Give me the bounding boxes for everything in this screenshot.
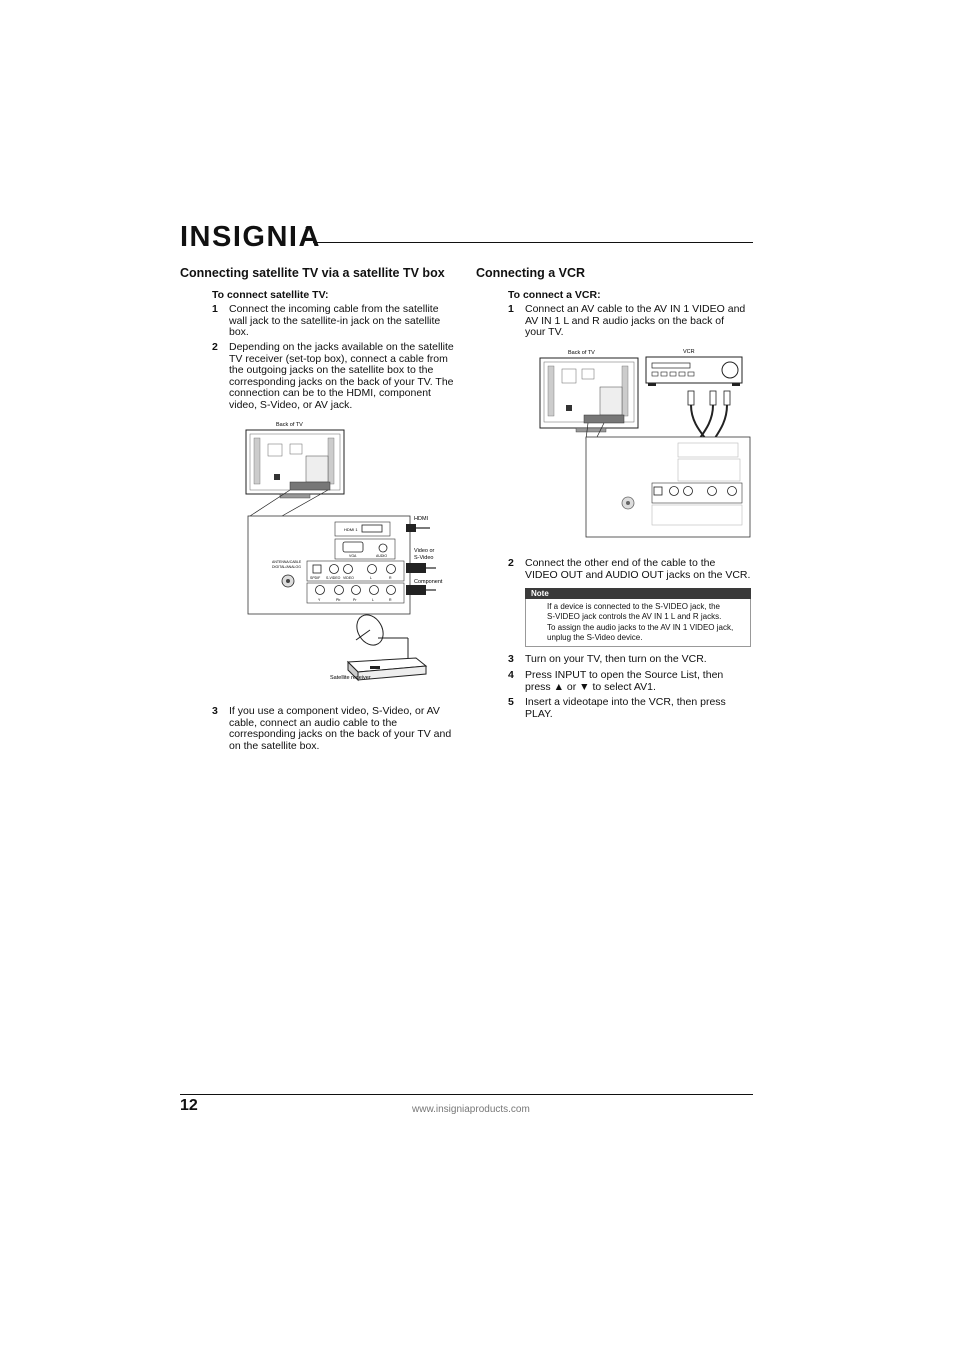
step-text: Depending on the jacks available on the … — [229, 341, 454, 411]
step-line: Press INPUT to open the Source List, the… — [525, 669, 724, 681]
satellite-dish-icon — [355, 614, 409, 662]
vcr-connection-diagram: Back of TV VCR — [539, 349, 751, 538]
step-line: Turn on your TV, then turn on the VCR. — [525, 653, 707, 665]
step-line: corresponding jacks on the back of your … — [229, 728, 452, 740]
vcr-device-icon — [645, 356, 743, 386]
step-text: Press INPUT to open the Source List, the… — [525, 669, 724, 693]
page-number: 12 — [180, 1097, 198, 1114]
panel-r-label: R — [389, 576, 392, 580]
panel-hdmi1-label: HDMI 1 — [344, 527, 358, 532]
step-line: video, S-Video, or AV jack. — [229, 398, 353, 411]
step-number: 2 — [508, 557, 514, 569]
step-line: If you use a component video, S-Video, o… — [229, 705, 440, 717]
vcr-caption: VCR — [683, 349, 695, 355]
video-connector-icon — [406, 563, 426, 573]
left-procedure-label: To connect satellite TV: — [212, 289, 329, 301]
satellite-receiver-caption: Satellite receiver — [330, 675, 371, 681]
step-line: Connect an AV cable to the AV IN 1 VIDEO… — [525, 303, 746, 315]
right-step-1: 1 Connect an AV cable to the AV IN 1 VID… — [508, 303, 758, 340]
panel-antenna-label: ANTENNA/CABLE — [272, 560, 302, 564]
left-step-1: 1 Connect the incoming cable from the sa… — [212, 303, 462, 340]
panel-audio-label: AUDIO — [376, 554, 387, 558]
panel-spdif-label: SPDIF — [310, 576, 320, 580]
step-line: cable, connect an audio cable to the — [229, 716, 398, 729]
back-of-tv-caption: Back of TV — [276, 422, 303, 428]
s-video-caption: S-Video — [414, 555, 433, 561]
left-step-2: 2 Depending on the jacks available on th… — [212, 341, 462, 412]
step-line: VIDEO OUT and AUDIO OUT jacks on the VCR… — [525, 568, 751, 581]
right-section-heading: Connecting a VCR — [476, 266, 586, 280]
footer-rule — [180, 1094, 753, 1095]
trademark-mark: TM — [305, 227, 313, 233]
panel-pb-label: Pb — [336, 598, 340, 602]
step-line: AV IN 1 L and R audio jacks on the back … — [525, 314, 725, 327]
step-number: 5 — [508, 696, 514, 708]
step-line: TV receiver (set-top box), connect a cab… — [229, 352, 448, 365]
step-number: 1 — [212, 303, 218, 315]
step-line: corresponding jacks on the back of your … — [229, 375, 454, 388]
panel-y-label: Y — [318, 598, 321, 602]
hdmi-caption: HDMI — [414, 516, 429, 522]
step-text: Connect the other end of the cable to th… — [525, 557, 751, 581]
left-step-3: 3 If you use a component video, S-Video,… — [212, 705, 462, 754]
left-section-heading: Connecting satellite TV via a satellite … — [180, 266, 445, 280]
step-number: 3 — [508, 653, 514, 665]
note-line: S-VIDEO jack controls the AV IN 1 L and … — [547, 611, 722, 621]
step-line: wall jack to the satellite-in jack on th… — [229, 314, 441, 327]
header-rule — [313, 242, 753, 243]
step-line: box. — [229, 326, 249, 338]
note-line: If a device is connected to the S-VIDEO … — [547, 602, 720, 611]
step-line: Connect the other end of the cable to th… — [525, 557, 716, 569]
note-line: unplug the S-Video device. — [547, 632, 643, 642]
panel-pr-label: Pr — [353, 598, 357, 602]
step-text: Connect the incoming cable from the sate… — [229, 303, 441, 339]
panel-r2-label: R — [389, 598, 392, 602]
step-text: Connect an AV cable to the AV IN 1 VIDEO… — [525, 303, 746, 339]
step-line: Insert a videotape into the VCR, then pr… — [525, 696, 726, 708]
note-paragraph-1: If a device is connected to the S-VIDEO … — [547, 602, 744, 621]
step-line: on the satellite box. — [229, 739, 320, 752]
panel-svideo-label: S-VIDEO — [326, 576, 341, 580]
step-line: Connect the incoming cable from the sate… — [229, 303, 439, 315]
step-line: connection can be to the HDMI, component — [229, 387, 431, 399]
panel-l-label: L — [370, 576, 372, 580]
right-procedure-label: To connect a VCR: — [508, 289, 601, 301]
note-title: Note — [525, 588, 751, 599]
step-number: 4 — [508, 669, 514, 681]
note-line: To assign the audio jacks to the AV IN 1… — [547, 623, 734, 632]
right-step-3: 3 Turn on your TV, then turn on the VCR. — [508, 653, 758, 668]
insignia-logo: INSIGNIA — [180, 221, 321, 253]
step-number: 1 — [508, 303, 514, 315]
panel-video-label: VIDEO — [343, 576, 354, 580]
satellite-connection-diagram: Back of TV HDMI 1 VGA AUDIO SPDIF S-VIDE… — [245, 422, 443, 682]
video-or-caption: Video or — [414, 548, 435, 554]
panel-l2-label: L — [372, 598, 374, 602]
satellite-receiver-icon — [346, 657, 428, 682]
step-line: PLAY. — [525, 707, 553, 720]
step-number: 3 — [212, 705, 218, 717]
step-line: the outgoing jacks on the satellite box … — [229, 364, 434, 376]
panel-vga-label: VGA — [349, 554, 357, 558]
step-line: press ▲ or ▼ to select AV1. — [525, 680, 656, 693]
step-text: Insert a videotape into the VCR, then pr… — [525, 696, 726, 720]
note-callout: Note If a device is connected to the S-V… — [525, 588, 751, 647]
step-line: Depending on the jacks available on the … — [229, 341, 454, 353]
right-step-4: 4 Press INPUT to open the Source List, t… — [508, 669, 758, 694]
component-connector-icon — [406, 585, 426, 595]
step-text: If you use a component video, S-Video, o… — [229, 705, 452, 752]
step-line: your TV. — [525, 326, 564, 338]
component-caption: Component — [414, 579, 443, 585]
right-step-2: 2 Connect the other end of the cable to … — [508, 557, 758, 582]
note-body: If a device is connected to the S-VIDEO … — [525, 599, 751, 647]
step-text: Turn on your TV, then turn on the VCR. — [525, 653, 707, 666]
back-of-tv-caption: Back of TV — [568, 350, 595, 356]
footer-url[interactable]: www.insigniaproducts.com — [412, 1104, 530, 1115]
note-paragraph-2: To assign the audio jacks to the AV IN 1… — [547, 623, 744, 642]
step-number: 2 — [212, 341, 218, 353]
hdmi-connector-icon — [406, 524, 416, 532]
right-step-5: 5 Insert a videotape into the VCR, then … — [508, 696, 758, 721]
panel-antenna-label-2: DIGITAL/ANALOG — [272, 565, 301, 569]
